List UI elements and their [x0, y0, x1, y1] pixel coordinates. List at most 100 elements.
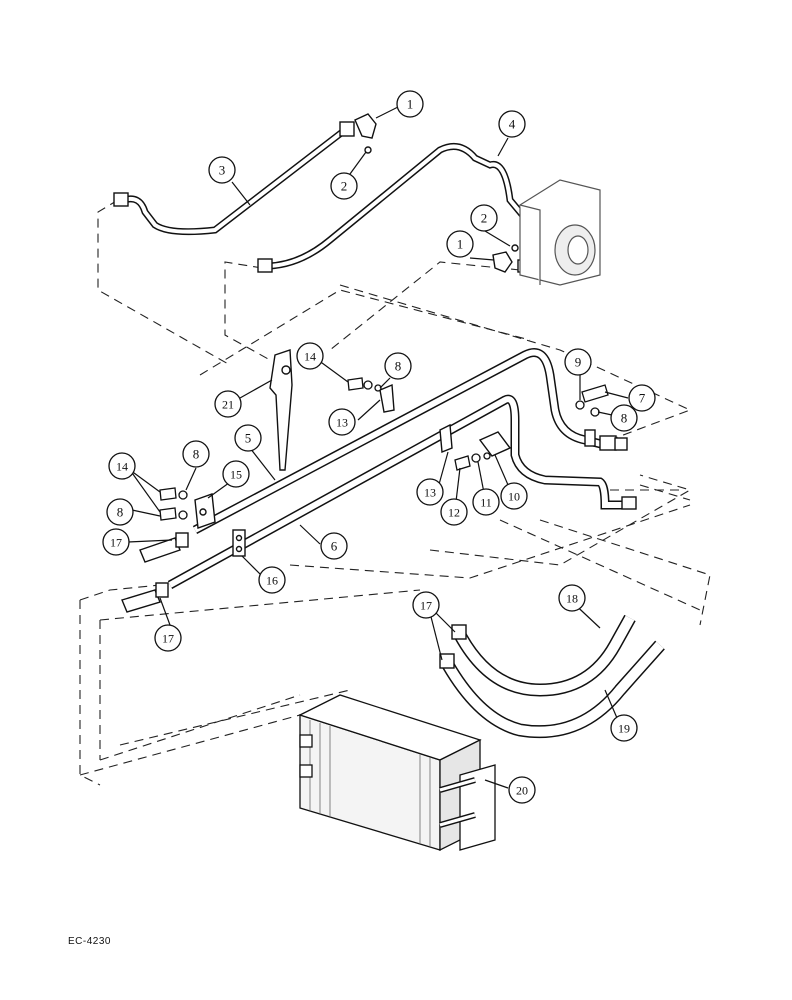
callout-number: 14 — [304, 350, 316, 364]
callout-circle — [610, 714, 638, 742]
callout-circle — [472, 488, 500, 516]
callout-number: 13 — [336, 416, 348, 430]
callout-circle — [446, 230, 474, 258]
callout-2-c2b: 2 — [470, 204, 498, 232]
hose-19 — [442, 640, 665, 739]
callout-circle — [320, 532, 348, 560]
callout-21-c21: 21 — [214, 390, 242, 418]
hose-clamps — [439, 624, 467, 669]
callout-3-c3: 3 — [208, 156, 236, 184]
callout-circle — [558, 584, 586, 612]
callout-number: 19 — [618, 722, 630, 736]
callout-12-c12: 12 — [440, 498, 468, 526]
callout-13-c13b: 13 — [416, 478, 444, 506]
callout-number: 17 — [110, 536, 122, 550]
callout-number: 20 — [516, 784, 528, 798]
callout-circle — [234, 424, 262, 452]
callout-number: 8 — [621, 411, 628, 426]
callout-number: 21 — [222, 398, 234, 412]
callout-8-c8a: 8 — [384, 352, 412, 380]
callout-number: 1 — [407, 97, 414, 112]
hose-stub-17-lower — [121, 582, 169, 613]
callout-number: 13 — [424, 486, 436, 500]
callout-number: 3 — [219, 163, 226, 178]
tube-end-fittings — [584, 429, 637, 510]
callout-number: 2 — [341, 179, 348, 194]
callout-number: 10 — [508, 490, 520, 504]
callout-number: 1 — [457, 237, 464, 252]
callout-17-c17b: 17 — [154, 624, 182, 652]
callout-5-c5: 5 — [234, 424, 262, 452]
callout-15-c15: 15 — [222, 460, 250, 488]
callout-number: 17 — [420, 599, 432, 613]
callout-circle — [416, 478, 444, 506]
callout-17-c17a: 17 — [102, 528, 130, 556]
elbow-fitting-upper — [354, 113, 377, 154]
callout-6-c6: 6 — [320, 532, 348, 560]
callout-circle — [628, 384, 656, 412]
tube-5 — [192, 348, 607, 534]
callout-circle — [384, 352, 412, 380]
callout-18-c18: 18 — [558, 584, 586, 612]
clip-10 — [478, 431, 512, 457]
callout-number: 4 — [509, 117, 516, 132]
callout-11-c11: 11 — [472, 488, 500, 516]
callout-number: 18 — [566, 592, 578, 606]
dashed-guide-lines — [79, 199, 711, 786]
callout-17-c17c: 17 — [412, 591, 440, 619]
clip-15 — [194, 493, 216, 529]
hose-stub-17-upper — [139, 532, 189, 563]
callout-19-c19: 19 — [610, 714, 638, 742]
clip-13-lower — [439, 423, 453, 453]
callout-circle — [500, 482, 528, 510]
callout-circle — [108, 452, 136, 480]
callout-number: 15 — [230, 468, 242, 482]
bolts-and-nuts — [159, 377, 609, 521]
clip-16 — [232, 529, 246, 557]
callout-circle — [508, 776, 536, 804]
callout-number: 8 — [395, 359, 402, 374]
callout-circle — [182, 440, 210, 468]
callout-number: 8 — [193, 447, 200, 462]
callout-circle — [412, 591, 440, 619]
callout-circle — [498, 110, 526, 138]
callout-10-c10: 10 — [500, 482, 528, 510]
callout-number: 16 — [266, 574, 278, 588]
callout-14-c14a: 14 — [296, 342, 324, 370]
oil-cooler-20 — [298, 694, 496, 852]
callout-circle — [154, 624, 182, 652]
callout-number: 6 — [331, 539, 338, 554]
callout-8-c8d: 8 — [106, 498, 134, 526]
valve-block — [519, 179, 601, 286]
callout-circle — [440, 498, 468, 526]
callout-circle — [208, 156, 236, 184]
callout-circle — [328, 408, 356, 436]
callout-circle — [258, 566, 286, 594]
callout-circle — [106, 498, 134, 526]
callout-circle — [470, 204, 498, 232]
hose-18 — [454, 614, 636, 697]
tube-6 — [167, 394, 625, 589]
callout-number: 2 — [481, 211, 488, 226]
callout-8-c8c: 8 — [182, 440, 210, 468]
callout-number: 12 — [448, 506, 460, 520]
callout-number: 5 — [245, 431, 252, 446]
callout-circle — [396, 90, 424, 118]
callout-circle — [564, 348, 592, 376]
callout-number: 11 — [480, 496, 492, 510]
callout-9-c9: 9 — [564, 348, 592, 376]
callout-13-c13a: 13 — [328, 408, 356, 436]
callout-circle — [610, 404, 638, 432]
callout-1-c1b: 1 — [446, 230, 474, 258]
callout-2-c2a: 2 — [330, 172, 358, 200]
callout-20-c20: 20 — [508, 776, 536, 804]
callout-4-c4: 4 — [498, 110, 526, 138]
tube-3 — [113, 121, 355, 236]
callout-16-c16: 16 — [258, 566, 286, 594]
callout-number: 14 — [116, 460, 128, 474]
callout-number: 8 — [117, 505, 124, 520]
callout-14-c14b: 14 — [108, 452, 136, 480]
callout-circle — [296, 342, 324, 370]
callout-number: 9 — [575, 355, 582, 370]
